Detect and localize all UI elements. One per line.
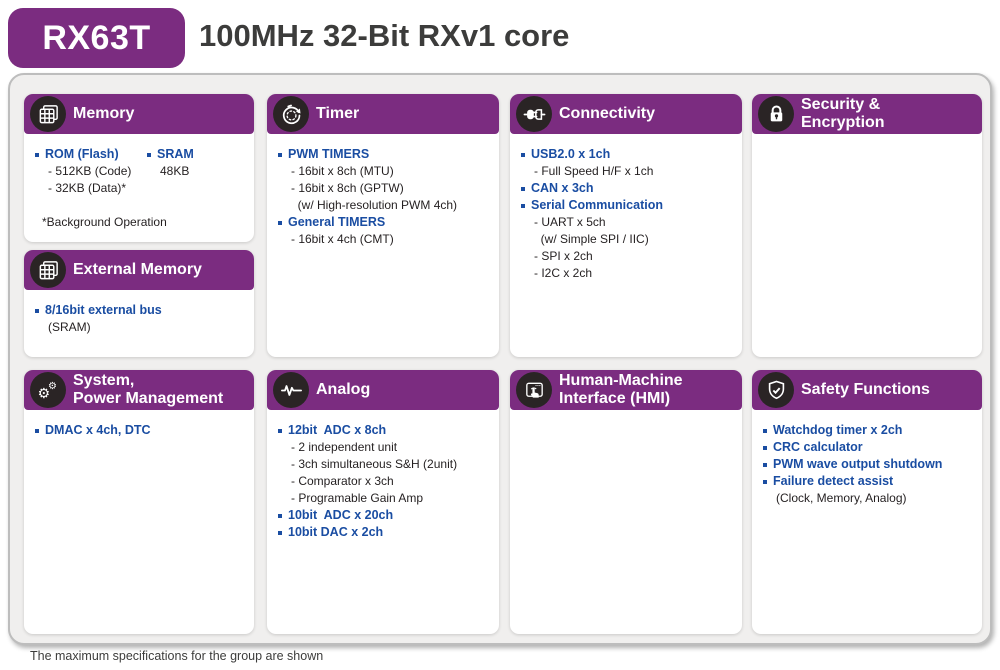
card-analog: Analog 12bit ADC x 8ch- 2 independent un… [267,370,499,634]
card-title: Human-Machine Interface (HMI) [559,371,683,407]
page-title: 100MHz 32-Bit RXv1 core [199,18,570,53]
feature-item: Watchdog timer x 2ch [762,422,972,439]
svg-text:⚙: ⚙ [48,381,57,392]
gears-icon: ⚙ ⚙ [30,372,66,408]
feature-subitem: - 32KB (Data)* [48,181,127,195]
card-memory-body: ROM (Flash)- 512KB (Code)- 32KB (Data)* … [24,134,254,237]
footer-note: The maximum specifications for the group… [30,649,324,663]
feature-item: CAN x 3ch [520,180,732,197]
feature-subitem: - 16bit x 8ch (MTU) [291,164,394,178]
feature-subitem: - Comparator x 3ch [291,474,394,488]
card-connectivity-header: Connectivity [510,94,742,134]
feature-panel: Memory ROM (Flash)- 512KB (Code) - 32KB (… [8,73,992,645]
product-badge: RX63T [8,8,185,68]
memory-footnote: *Background Operation [42,215,167,229]
feature-subitem: - Full Speed H/F x 1ch [534,164,654,178]
memory-rom-column: ROM (Flash)- 512KB (Code) - 32KB (Data)* [34,146,146,197]
feature-item: DMAC x 4ch, DTC [34,422,244,439]
card-system-header: ⚙ ⚙ System, Power Management [24,370,254,410]
touchscreen-icon [516,372,552,408]
memory-chip-icon [30,96,66,132]
feature-item: 8/16bit external bus [34,302,244,319]
card-connectivity: Connectivity USB2.0 x 1ch- Full Speed H/… [510,94,742,357]
card-safety-header: Safety Functions [752,370,982,410]
card-hmi-header: Human-Machine Interface (HMI) [510,370,742,410]
card-title: External Memory [73,260,202,278]
card-external-memory: External Memory 8/16bit external bus(SRA… [24,250,254,357]
feature-subitem: 48KB [160,164,190,178]
feature-subitem: - I2C x 2ch [534,266,593,280]
waveform-icon [273,372,309,408]
feature-subitem: (SRAM) [48,320,91,334]
card-timer-header: Timer [267,94,499,134]
card-hmi: Human-Machine Interface (HMI) [510,370,742,634]
svg-text:⚙: ⚙ [38,385,51,401]
stopwatch-icon [273,96,309,132]
feature-subitem: - 2 independent unit [291,440,398,454]
feature-subitem: (Clock, Memory, Analog) [776,491,907,505]
card-title: Memory [73,104,135,122]
card-memory-header: Memory [24,94,254,134]
feature-item: ROM (Flash) [34,146,146,163]
card-system-body: DMAC x 4ch, DTC [24,410,254,447]
feature-item: 10bit ADC x 20ch [277,507,489,524]
lock-icon [758,96,794,132]
card-security-header: Security & Encryption [752,94,982,134]
feature-subitem: - 16bit x 8ch (GPTW) [291,181,404,195]
card-security-encryption: Security & Encryption [752,94,982,357]
card-analog-header: Analog [267,370,499,410]
card-hmi-body [510,410,742,430]
card-title: Analog [316,380,371,398]
feature-subitem: (w/ High-resolution PWM 4ch) [291,198,458,212]
feature-item: 10bit DAC x 2ch [277,524,489,541]
feature-subitem: - 16bit x 4ch (CMT) [291,232,394,246]
feature-item: General TIMERS [277,214,489,231]
memory-chip-icon [30,252,66,288]
feature-subitem: - UART x 5ch [534,215,606,229]
card-analog-body: 12bit ADC x 8ch- 2 independent unit - 3ch… [267,410,499,549]
feature-subitem: - Programable Gain Amp [291,491,424,505]
card-external-memory-header: External Memory [24,250,254,290]
feature-subitem: (w/ Simple SPI / IIC) [534,232,649,246]
card-title: Safety Functions [801,380,930,398]
card-title: Security & Encryption [801,95,885,131]
feature-item: Failure detect assist [762,473,972,490]
card-title: Connectivity [559,104,656,122]
feature-item: 12bit ADC x 8ch [277,422,489,439]
feature-subitem: - 3ch simultaneous S&H (2unit) [291,457,458,471]
card-external-memory-body: 8/16bit external bus(SRAM) [24,290,254,344]
card-memory: Memory ROM (Flash)- 512KB (Code) - 32KB (… [24,94,254,242]
feature-item: Serial Communication [520,197,732,214]
card-system-power: ⚙ ⚙ System, Power Management DMAC x 4ch,… [24,370,254,634]
card-title: Timer [316,104,360,122]
feature-subitem: - SPI x 2ch [534,249,593,263]
card-title: System, Power Management [73,371,224,407]
feature-item: CRC calculator [762,439,972,456]
card-security-body [752,134,982,154]
feature-subitem: - 512KB (Code) [48,164,132,178]
shield-check-icon [758,372,794,408]
card-timer-body: PWM TIMERS- 16bit x 8ch (MTU) - 16bit x 8… [267,134,499,256]
feature-item: USB2.0 x 1ch [520,146,732,163]
card-timer: Timer PWM TIMERS- 16bit x 8ch (MTU) - 16b… [267,94,499,357]
feature-item: PWM wave output shutdown [762,456,972,473]
plug-icon [516,96,552,132]
feature-item: SRAM [146,146,244,163]
feature-item: PWM TIMERS [277,146,489,163]
